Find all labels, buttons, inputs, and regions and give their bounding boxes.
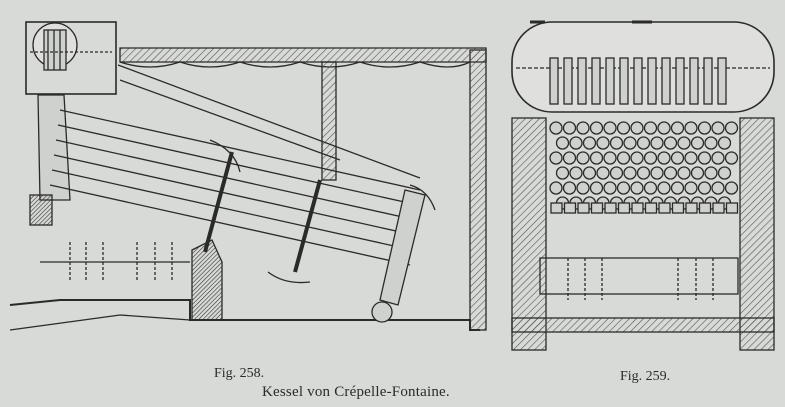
tube-circle <box>643 181 658 195</box>
fig259-drawing <box>511 20 775 351</box>
tube-circle <box>589 121 604 135</box>
tube-circle <box>576 121 590 135</box>
tube-circle <box>603 181 617 195</box>
tube-circle <box>697 121 712 135</box>
tube-circle <box>603 151 617 165</box>
tube-circle <box>724 151 739 165</box>
figure-caption: Kessel von Crépelle-Fontaine. <box>262 384 450 400</box>
tube-circle <box>650 166 664 180</box>
tube-circle <box>582 136 597 150</box>
tube-circle <box>630 121 644 135</box>
tube-circle <box>603 121 617 135</box>
tube-bottom-row <box>725 202 739 214</box>
tube-circle <box>596 166 610 180</box>
tube-circle <box>569 136 583 150</box>
tube-circle <box>670 181 685 195</box>
tube-circle <box>549 121 563 135</box>
tube-circle <box>562 151 577 165</box>
tube-circle <box>596 136 610 150</box>
tube-circle <box>717 166 732 180</box>
tube-circle <box>711 121 725 135</box>
tube-bottom-row <box>671 202 685 214</box>
tube-bottom-row <box>590 202 604 214</box>
tube-circle <box>697 181 712 195</box>
tube-circle <box>670 151 685 165</box>
tube-circle <box>636 166 651 180</box>
tube-circle <box>657 181 671 195</box>
tube-circle <box>684 181 698 195</box>
tube-circle <box>677 136 691 150</box>
tube-circle <box>616 181 631 195</box>
tube-circle <box>663 136 678 150</box>
tube-bottom-row <box>563 202 577 214</box>
tube-circle <box>690 166 705 180</box>
tube-circle <box>657 151 671 165</box>
tube-circle <box>562 181 577 195</box>
tube-circle <box>609 166 624 180</box>
tube-bottom-row <box>698 202 712 214</box>
tube-circle <box>670 121 685 135</box>
tube-circle <box>650 136 664 150</box>
tube-bottom-row <box>658 202 671 214</box>
tube-circle <box>609 136 624 150</box>
tube-bottom-row <box>604 202 617 214</box>
tube-circle <box>555 166 570 180</box>
tube-circle <box>663 166 678 180</box>
tube-circle <box>562 121 577 135</box>
tube-bottom-row <box>550 202 563 214</box>
tube-bottom-row <box>631 202 644 214</box>
tube-circle <box>711 151 725 165</box>
tube-circle <box>643 121 658 135</box>
tube-bottom-row <box>577 202 590 214</box>
tube-circle <box>697 151 712 165</box>
tube-circle <box>549 181 563 195</box>
tube-circle <box>657 121 671 135</box>
tube-bottom-row <box>685 202 698 214</box>
tube-circle <box>677 166 691 180</box>
fig258-grate <box>69 242 173 280</box>
tube-circle <box>724 121 739 135</box>
fig258-drawing <box>9 21 487 331</box>
tube-circle <box>616 121 631 135</box>
tube-circle <box>623 136 637 150</box>
fig259-tube-grid <box>549 121 739 214</box>
tube-circle <box>569 166 583 180</box>
tube-circle <box>576 181 590 195</box>
tube-circle <box>576 151 590 165</box>
tube-circle <box>623 166 637 180</box>
tube-circle <box>711 181 725 195</box>
tube-circle <box>704 136 718 150</box>
tube-circle <box>582 166 597 180</box>
tube-circle <box>684 151 698 165</box>
tube-circle <box>690 136 705 150</box>
tube-circle <box>724 181 739 195</box>
tube-circle <box>717 136 732 150</box>
tube-circle <box>630 181 644 195</box>
tube-circle <box>549 151 563 165</box>
fig259-drum-tubes <box>549 57 727 105</box>
tube-bottom-row <box>644 202 658 214</box>
tube-bottom-row <box>617 202 631 214</box>
tube-circle <box>630 151 644 165</box>
tube-circle <box>589 181 604 195</box>
tube-circle <box>704 166 718 180</box>
fig259-label: Fig. 259. <box>620 369 671 384</box>
tube-circle <box>636 136 651 150</box>
fig258-label: Fig. 258. <box>214 366 265 381</box>
tube-circle <box>616 151 631 165</box>
tube-bottom-row <box>712 202 725 214</box>
tube-circle <box>643 151 658 165</box>
tube-circle <box>555 136 570 150</box>
tube-circle <box>589 151 604 165</box>
tube-circle <box>684 121 698 135</box>
